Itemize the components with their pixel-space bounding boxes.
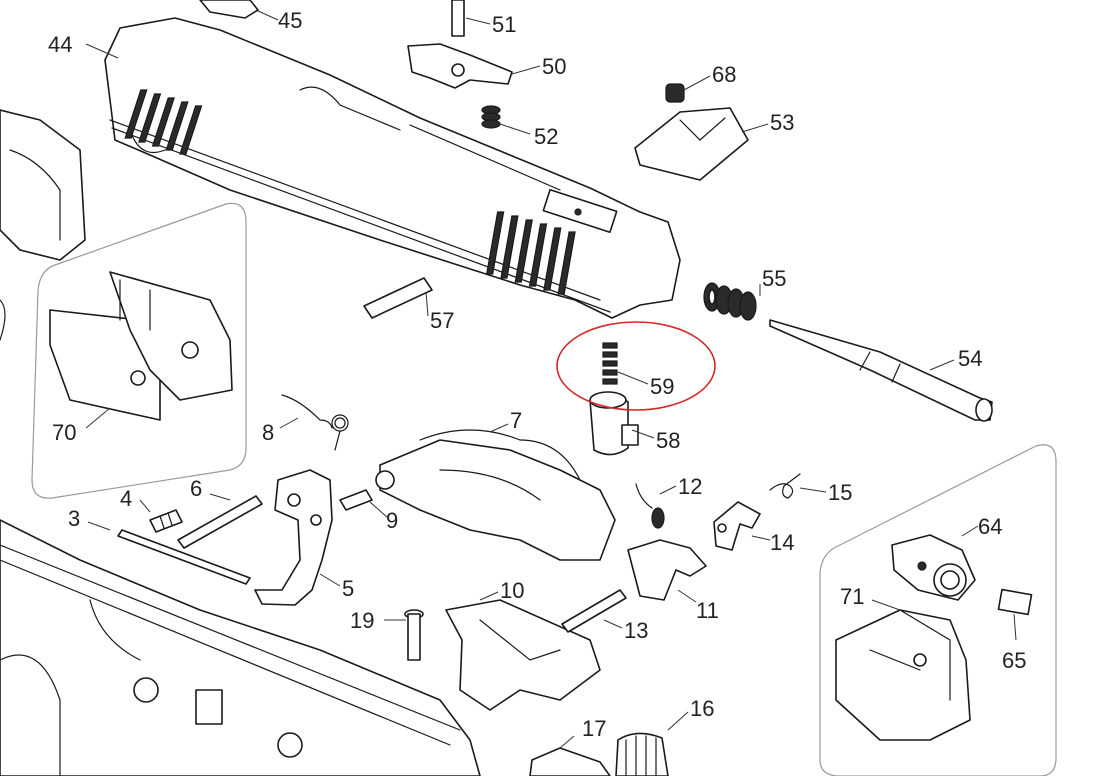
part-45: [199, 0, 259, 19]
lever-14: [713, 501, 761, 551]
spring-59: [602, 342, 618, 385]
callout-65: 65: [1002, 648, 1026, 673]
part-64: [891, 534, 976, 601]
pin-13: [561, 589, 627, 633]
rod-3: [117, 529, 251, 585]
part-65: [997, 588, 1033, 616]
callout-55: 55: [762, 266, 786, 291]
pin-19: [404, 609, 424, 661]
callout-53: 53: [770, 110, 794, 135]
spring-12: [635, 483, 665, 529]
pin-6: [177, 495, 263, 549]
callout-64: 64: [978, 514, 1002, 539]
callout-11: 11: [696, 598, 719, 623]
highlight-circle-59: [556, 321, 716, 411]
callout-13: 13: [624, 618, 648, 643]
part-11: [627, 539, 707, 601]
recoil-spring-55: [703, 282, 757, 321]
callout-9: 9: [386, 508, 398, 533]
guide-rod-54: [769, 319, 993, 422]
part-70: [49, 271, 233, 421]
callout-6: 6: [190, 476, 202, 501]
part-16: [615, 732, 669, 776]
callout-3: 3: [68, 506, 80, 531]
frame-fragment-top-left: [0, 109, 86, 261]
part-58: [589, 391, 639, 456]
callout-70: 70: [52, 420, 76, 445]
inset-panel-64: [819, 444, 1057, 776]
pin-51: [451, 0, 465, 37]
frame-lower-left: [0, 519, 481, 776]
callout-12: 12: [678, 474, 702, 499]
part-17: [529, 747, 611, 776]
pin-4: [149, 509, 183, 533]
callout-10: 10: [500, 578, 524, 603]
inset-panel-70: [31, 202, 247, 499]
callout-71: 71: [840, 584, 864, 609]
rear-sight-53: [634, 107, 749, 181]
callout-19: 19: [350, 608, 374, 633]
callout-7: 7: [510, 408, 522, 433]
callout-8: 8: [262, 420, 274, 445]
spring-8: [281, 394, 349, 451]
callout-51: 51: [492, 12, 516, 37]
trigger-5: [254, 469, 333, 606]
callout-labels: 44 45 51 50 68 52 53 55 57 59 54 70 8 7 …: [48, 8, 1026, 741]
callout-52: 52: [534, 124, 558, 149]
callout-45: 45: [278, 8, 302, 33]
callout-54: 54: [958, 346, 982, 371]
slide-part-44: [104, 17, 681, 319]
part-71: [835, 609, 971, 741]
spring-15: [769, 473, 801, 499]
leader-lines: [85, 9, 1017, 749]
callout-15: 15: [828, 480, 852, 505]
callout-68: 68: [712, 62, 736, 87]
callout-44: 44: [48, 32, 72, 57]
screw-68: [665, 83, 685, 103]
callout-16: 16: [690, 696, 714, 721]
pin-9: [339, 489, 373, 511]
callout-57: 57: [430, 308, 454, 333]
callout-14: 14: [770, 530, 794, 555]
callout-5: 5: [342, 576, 354, 601]
callout-58: 58: [656, 428, 680, 453]
callout-17: 17: [582, 716, 606, 741]
part-7: [375, 429, 616, 561]
callout-59: 59: [650, 374, 674, 399]
callout-4: 4: [120, 486, 132, 511]
spring-52: [481, 105, 501, 129]
pin-57: [363, 277, 433, 319]
callout-50: 50: [542, 54, 566, 79]
